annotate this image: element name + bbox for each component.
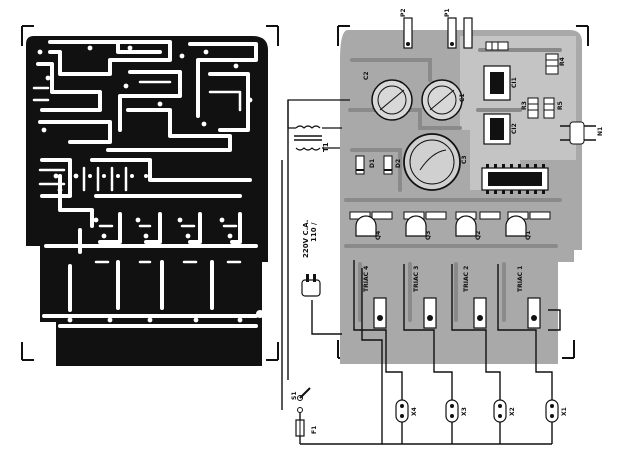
c2-label: C2 (363, 71, 370, 80)
resistor-r4: R4 (545, 53, 566, 75)
copper-trace-view (21, 25, 279, 366)
s1-label: S1 (291, 392, 298, 401)
transistor-q1: Q1 (505, 215, 532, 240)
transistor-q4: Q4 (355, 215, 382, 240)
x4-label: X4 (411, 407, 418, 416)
resistor-top (485, 41, 509, 51)
ci1-label: CI1 (511, 77, 518, 88)
c1-label: C1 (459, 93, 466, 102)
p2-label: P2 (400, 8, 407, 17)
corner-marks-left (21, 25, 279, 361)
copper-gaps (32, 40, 258, 328)
diode-d1: D1 (355, 155, 376, 175)
lamp-x2: X2 (493, 399, 516, 423)
switch-s1: S1 (291, 387, 311, 413)
component-ghost-traces (344, 48, 562, 322)
diode-d2: D2 (383, 155, 402, 175)
trimmer-p2: P2 (400, 8, 413, 49)
transformer-t1 (287, 99, 350, 151)
capacitor-c3: C3 (403, 133, 468, 191)
resistor-r5: R5 (543, 97, 564, 119)
r3-label: R3 (521, 101, 528, 110)
triac-3: TRIAC 3 (413, 266, 437, 329)
transistor-q3: Q3 (405, 215, 432, 240)
x3-label: X3 (461, 407, 468, 416)
mains-plug (301, 274, 321, 297)
n1-label: N1 (597, 127, 604, 136)
x2-label: X2 (509, 407, 516, 416)
resistor-row (349, 211, 551, 220)
f1-label: F1 (311, 426, 318, 434)
ic-ci1: CI1 (483, 65, 518, 101)
lamp-x1: X1 (545, 399, 568, 423)
lamp-x4: X4 (395, 399, 418, 423)
q2-label: Q2 (475, 231, 482, 240)
triac3-label: TRIAC 3 (413, 266, 420, 292)
resistor-r3: R3 (521, 97, 539, 119)
t1-label: T1 (322, 142, 330, 152)
q4-label: Q4 (375, 231, 382, 240)
ic-counter (481, 164, 549, 194)
triac4-label: TRIAC 4 (363, 266, 370, 292)
fuse-f1: F1 (295, 419, 318, 437)
mains-label-line2: 220V C.A. (302, 220, 310, 258)
triac-1: TRIAC 1 (517, 266, 541, 329)
mains-label-line1: 110 / (310, 222, 318, 242)
c3-label: C3 (461, 155, 468, 164)
output-wires (300, 260, 561, 445)
q1-label: Q1 (525, 231, 532, 240)
trimmer-p1: P1 (444, 8, 457, 49)
d2-label: D2 (395, 159, 402, 168)
component-layout-view: P1 P2 C2 C1 C3 (281, 8, 604, 445)
capacitor-c2: C2 (363, 71, 413, 121)
ci2-label: CI2 (511, 123, 518, 134)
q3-label: Q3 (425, 231, 432, 240)
ic-ci2: CI2 (483, 113, 518, 145)
triac-2: TRIAC 2 (463, 266, 487, 329)
triac-4: TRIAC 4 (363, 266, 387, 329)
lamp-x3: X3 (445, 399, 468, 423)
copper-pads (37, 45, 264, 323)
trimmer-p1b (463, 17, 473, 49)
x1-label: X1 (561, 407, 568, 416)
r4-label: R4 (559, 57, 566, 66)
triac1-label: TRIAC 1 (517, 266, 524, 292)
r5-label: R5 (557, 101, 564, 110)
triac2-label: TRIAC 2 (463, 266, 470, 292)
copper-board (26, 36, 268, 366)
capacitor-c1: C1 (421, 79, 466, 121)
p1-label: P1 (444, 8, 451, 17)
transistor-q2: Q2 (455, 215, 482, 240)
d1-label: D1 (369, 159, 376, 168)
neon-lamp-n1: N1 (560, 121, 604, 145)
